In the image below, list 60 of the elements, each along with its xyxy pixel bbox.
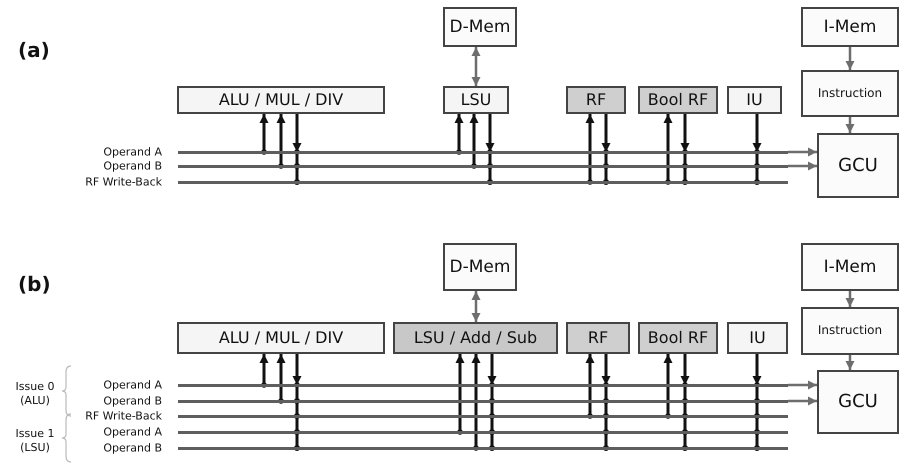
connector-arrow [472,47,480,86]
connector-arrow [788,380,817,390]
bus-label: Operand A [103,146,162,158]
unit-box: D-Mem [443,243,517,291]
panel-label: (a) [18,38,50,62]
unit-box: Bool RF [638,322,718,354]
unit-box: I-Mem [801,7,899,47]
connector-arrow [260,114,268,152]
connector-arrow [454,114,464,152]
connector-arrow [846,291,854,307]
unit-box: LSU / Add / Sub [393,322,558,354]
connector-arrow [788,148,817,156]
connector-arrow [276,114,286,166]
bus-label: Operand A [103,426,162,438]
unit-box: D-Mem [443,7,517,47]
bus-line [178,164,788,168]
unit-box: I-Mem [801,243,899,291]
bus-label: Operand B [103,160,162,172]
connector-arrow [586,114,594,182]
bus-line [178,384,788,386]
unit-box: GCU [817,370,899,434]
connector-arrow [846,355,854,370]
unit-box: Instruction [801,307,899,355]
connector-arrow [788,162,817,170]
connector-arrow [788,396,817,406]
bus-line [178,150,788,154]
connector-arrow [456,354,464,432]
issue-label: Issue 0 (ALU) [14,380,56,409]
connector-arrow [472,354,480,448]
bus-line [178,180,788,184]
unit-box: IU [727,322,788,354]
unit-box: ALU / MUL / DIV [177,86,385,114]
connector-arrow [846,117,854,133]
connector-arrow [664,114,672,182]
bus-label: Operand A [103,378,162,392]
bus-label: RF Write-Back [85,410,162,422]
bus-label: Operand B [103,394,162,408]
bus-line [178,414,788,418]
unit-box: ALU / MUL / DIV [177,322,385,354]
connector-arrow [846,47,854,70]
connector-arrow [470,114,478,166]
bus-line [178,430,788,434]
connector-arrow [586,354,594,416]
connector-arrow [472,291,480,322]
unit-box: Bool RF [638,86,718,114]
unit-box: IU [727,86,782,114]
issue-label: Issue 1 (LSU) [14,427,56,456]
unit-box: RF [566,86,626,114]
connector-arrow [260,354,268,385]
panel-label: (b) [18,272,51,296]
bus-label: Operand B [103,442,162,454]
unit-box: RF [566,322,630,354]
bus-line [178,400,788,402]
connector-arrow [664,354,672,416]
bus-line [178,446,788,450]
unit-box: LSU [443,86,509,114]
unit-box: GCU [817,133,899,198]
connector-arrow [276,354,286,401]
bus-label: RF Write-Back [85,176,162,188]
unit-box: Instruction [801,70,899,117]
